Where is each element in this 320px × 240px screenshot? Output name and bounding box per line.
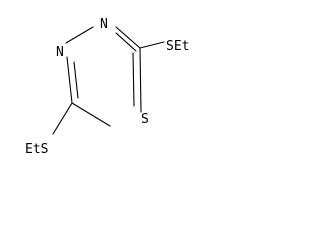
- substituent-set-label: SEt: [166, 39, 189, 54]
- bond-c2-s1: [71, 102, 111, 127]
- bond-c5-set: [139, 41, 165, 49]
- atom-n-top: N: [100, 17, 108, 32]
- substituent-ets-label: EtS: [25, 142, 48, 153]
- bond-c5-n4-double-b: [132, 52, 135, 107]
- bond-c5-s1: [139, 47, 142, 113]
- ring-bonds: [65, 26, 142, 127]
- bond-c2-n3-lower: [66, 56, 73, 104]
- bond-c5-n4-double-a: [115, 32, 137, 52]
- bond-n4-c5: [115, 26, 141, 49]
- atom-n-left: N: [56, 45, 64, 60]
- atom-s-ring: S: [141, 112, 149, 127]
- substituent-bonds: [52, 41, 165, 135]
- bond-c2-ets: [52, 102, 73, 135]
- bond-c2-n3-double: [73, 61, 79, 99]
- bond-n3-c2: [65, 26, 94, 44]
- structure-diagram: N N S SEt EtS: [25, 17, 189, 153]
